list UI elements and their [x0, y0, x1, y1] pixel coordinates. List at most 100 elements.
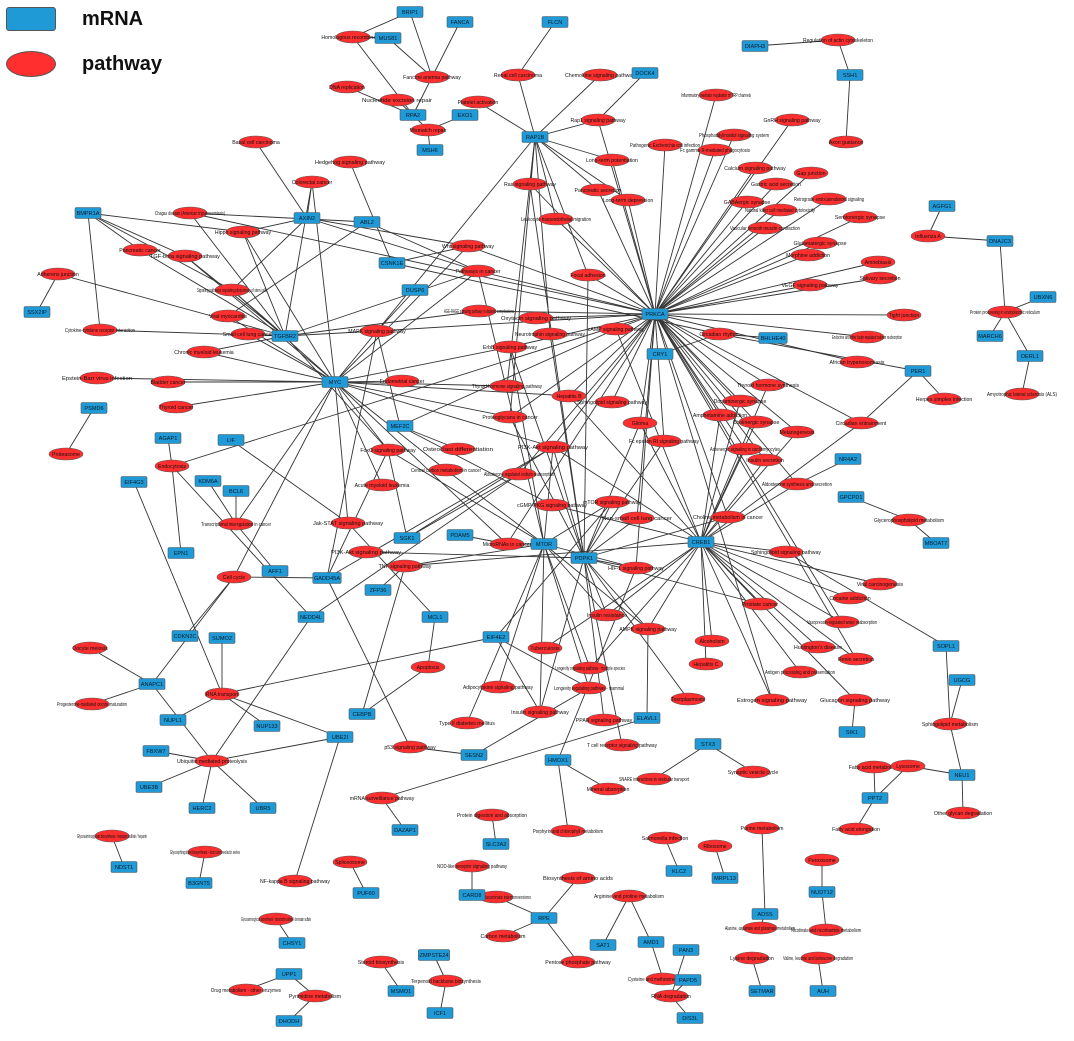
mrna-node-DHODH[interactable]: DHODH	[275, 1015, 303, 1027]
pathway-node-p_progest[interactable]: Progesterone-mediated oocyte maturation	[57, 697, 127, 711]
pathway-node-p_camp[interactable]: cAMP signaling pathway	[588, 322, 645, 336]
mrna-node-SETMAR[interactable]: SETMAR	[748, 985, 776, 997]
pathway-node-p_steroid[interactable]: Steroid biosynthesis	[358, 955, 405, 969]
pathway-node-p_protproc[interactable]: Protein processing in endoplasmic reticu…	[970, 305, 1040, 319]
pathway-node-p_influenza[interactable]: Influenza A	[910, 229, 946, 243]
pathway-node-p_ras[interactable]: Ras signaling pathway	[504, 177, 556, 191]
mrna-node-UBE2I[interactable]: UBE2I	[326, 731, 354, 743]
pathway-node-p_alanine[interactable]: Alanine, aspartate and glutamate metabol…	[725, 921, 795, 935]
pathway-node-p_thyroidsig[interactable]: Thyroid hormone signaling pathway	[472, 379, 542, 393]
pathway-node-p_cgmp[interactable]: cGMP-PKG signaling pathway	[517, 498, 587, 512]
mrna-node-CDKN2C[interactable]: CDKN2C	[171, 630, 199, 642]
pathway-node-p_salivary[interactable]: Salivary secretion	[860, 271, 901, 285]
pathway-node-p_dnarep[interactable]: DNA replication	[329, 80, 365, 94]
pathway-node-p_viralmyo[interactable]: Viral myocarditis	[209, 309, 247, 323]
pathway-node-p_gaba[interactable]: GABAergic synapse	[724, 195, 771, 209]
pathway-node-p_ubiq[interactable]: Ubiquitin mediated proteolysis	[177, 754, 247, 768]
mrna-node-BCL6[interactable]: BCL6	[222, 485, 250, 497]
mrna-node-DIS3L[interactable]: DIS3L	[676, 1012, 704, 1024]
pathway-node-p_drugmet[interactable]: Drug metabolism - other enzymes	[211, 983, 281, 997]
pathway-node-p_cytokine[interactable]: Cytokine-cytokine receptor interaction	[65, 323, 135, 337]
mrna-node-MSH6[interactable]: MSH6	[416, 144, 444, 156]
pathway-node-p_protcancer[interactable]: Proteoglycans in cancer	[482, 410, 538, 424]
pathway-node-p_gnrh[interactable]: GnRH signaling pathway	[763, 113, 821, 127]
mrna-node-SGK1[interactable]: SGK1	[393, 532, 421, 544]
pathway-node-p_fanconi[interactable]: Fanconi anemia pathway	[403, 70, 461, 84]
mrna-node-CHSY1[interactable]: CHSY1	[278, 937, 306, 949]
pathway-node-p_aml[interactable]: Acute myeloid leukemia	[355, 478, 410, 492]
pathway-node-p_axon[interactable]: Axon guidance	[828, 135, 864, 149]
mrna-node-UBR5[interactable]: UBR5	[249, 802, 277, 814]
pathway-node-p_gag_cs[interactable]: Glycosaminoglycan biosynthesis - chondro…	[241, 912, 311, 926]
pathway-node-p_amphet[interactable]: Amphetamine addiction	[693, 408, 747, 422]
pathway-node-p_homrec[interactable]: Homologous recombination	[321, 30, 385, 44]
pathway-node-p_fcgamma[interactable]: Fc gamma R-mediated phagocytosis	[680, 143, 750, 157]
mrna-node-TGFBR2[interactable]: TGFBR2	[271, 330, 299, 342]
mrna-node-AFF1[interactable]: AFF1	[261, 565, 289, 577]
mrna-node-MCL1[interactable]: MCL1	[421, 611, 449, 623]
pathway-node-p_gag_hs[interactable]: Glycosaminoglycan biosynthesis - heparan…	[77, 829, 147, 843]
pathway-node-p_african[interactable]: African trypanosomiasis	[829, 355, 885, 369]
pathway-node-p_alcoholism[interactable]: Alcoholism	[694, 634, 730, 648]
pathway-node-p_hedgehog[interactable]: Hedgehog signaling pathway	[315, 155, 385, 169]
mrna-node-PAN3[interactable]: PAN3	[672, 944, 700, 956]
mrna-node-CRY1[interactable]: CRY1	[646, 348, 674, 360]
pathway-node-p_huntington[interactable]: Huntington's disease	[794, 640, 842, 654]
pathway-node-p_fattyelong[interactable]: Fatty acid elongation	[832, 822, 880, 836]
mrna-node-SIK1[interactable]: SIK1	[838, 726, 866, 738]
pathway-node-p_endometrial[interactable]: Endometrial cancer	[380, 374, 425, 388]
mrna-node-AUH[interactable]: AUH	[809, 985, 837, 997]
pathway-node-p_morphine[interactable]: Morphine addiction	[786, 248, 830, 262]
pathway-node-p_thyroidsyn[interactable]: Thyroid hormone synthesis	[737, 378, 800, 392]
mrna-node-SAT1[interactable]: SAT1	[589, 939, 617, 951]
pathway-node-p_tnf[interactable]: TNF signaling pathway	[379, 559, 432, 573]
mrna-node-SSH1[interactable]: SSH1	[836, 69, 864, 81]
mrna-node-EXO1[interactable]: EXO1	[451, 109, 479, 121]
mrna-node-AMD1[interactable]: AMD1	[637, 936, 665, 948]
pathway-node-p_glycerophos[interactable]: Glycerophospholipid metabolism	[874, 513, 944, 527]
mrna-node-NEU1[interactable]: NEU1	[948, 769, 976, 781]
mrna-node-KDM6A[interactable]: KDM6A	[194, 475, 222, 487]
pathway-node-p_adrenergic[interactable]: Adrenergic signaling in cardiomyocytes	[710, 442, 780, 456]
mrna-node-NDST1[interactable]: NDST1	[110, 861, 138, 873]
mrna-node-PRKCA[interactable]: PRKCA	[641, 308, 669, 320]
pathway-node-p_porphyrin[interactable]: Porphyrin and chlorophyll metabolism	[533, 824, 603, 838]
pathway-node-p_agerage[interactable]: AGE-RAGE signaling pathway in diabetic c…	[444, 304, 514, 318]
mrna-node-CARD8[interactable]: CARD8	[458, 889, 486, 901]
mrna-node-NR4A2[interactable]: NR4A2	[834, 453, 862, 465]
pathway-node-p_platelet[interactable]: Platelet activation	[458, 95, 499, 109]
pathway-node-p_fcepsilon[interactable]: Fc epsilon RI signaling pathway	[629, 434, 699, 448]
mrna-node-MRPL13[interactable]: MRPL13	[711, 872, 739, 884]
pathway-node-p_ampk[interactable]: AMPK signaling pathway	[619, 622, 677, 636]
pathway-node-p_arginine[interactable]: Arginine and proline metabolism	[594, 889, 664, 903]
pathway-node-p_cholinemet[interactable]: Choline metabolism in cancer	[693, 510, 763, 524]
pathway-node-p_dopamin[interactable]: Dopaminergic synapse	[714, 394, 767, 408]
pathway-node-p_circadian[interactable]: Circadian rhythm	[699, 327, 739, 341]
pathway-node-p_pathecoli[interactable]: Pathogenic Escherichia coli infection	[630, 138, 700, 152]
pathway-node-p_herpes[interactable]: Herpes simplex infection	[916, 392, 973, 406]
pathway-node-p_tightjunc[interactable]: Tight junction	[886, 308, 922, 322]
pathway-node-p_aldosterone[interactable]: Aldosterone-regulated sodium reabsorptio…	[484, 467, 554, 481]
pathway-node-p_salmonella[interactable]: Salmonella infection	[642, 831, 689, 845]
pathway-node-p_transmis[interactable]: Transcriptional misregulation in cancer	[201, 517, 271, 531]
mrna-node-PER1[interactable]: PER1	[904, 365, 932, 377]
mrna-node-FANCA[interactable]: FANCA	[446, 16, 474, 28]
pathway-node-p_lysine[interactable]: Lysine degradation	[730, 951, 774, 965]
mrna-node-ICF1[interactable]: ICF1	[426, 1007, 454, 1019]
pathway-node-p_ltp[interactable]: Long-term potentiation	[586, 153, 638, 167]
pathway-node-p_sphingomet[interactable]: Sphingolipid metabolism	[922, 717, 978, 731]
mrna-node-NUDT12[interactable]: NUDT12	[808, 886, 836, 898]
pathway-node-p_proteasome[interactable]: Proteasome	[48, 447, 84, 461]
pathway-node-p_estrogen[interactable]: Estrogen signaling pathway	[737, 693, 807, 707]
pathway-node-p_osteo[interactable]: Osteoclast differentiation	[423, 442, 493, 456]
mrna-node-ADSS[interactable]: ADSS	[751, 908, 779, 920]
pathway-node-p_ppar[interactable]: PPAR signaling pathway	[576, 713, 633, 727]
mrna-node-MEF2C[interactable]: MEF2C	[386, 420, 414, 432]
pathway-node-p_p53[interactable]: p53 signaling pathway	[384, 740, 436, 754]
pathway-node-p_oocyte[interactable]: Oocyte meiosis	[72, 641, 108, 655]
pathway-node-p_t2d[interactable]: Type II diabetes mellitus	[439, 716, 495, 730]
mrna-node-PUF60[interactable]: PUF60	[352, 887, 380, 899]
pathway-node-p_sphingo[interactable]: Sphingolipid signaling pathway	[577, 395, 647, 409]
pathway-node-p_hif[interactable]: HIF-1 signaling pathway	[608, 561, 664, 575]
pathway-node-p_phosphatidyl[interactable]: Phosphatidylinositol signaling system	[699, 128, 769, 142]
